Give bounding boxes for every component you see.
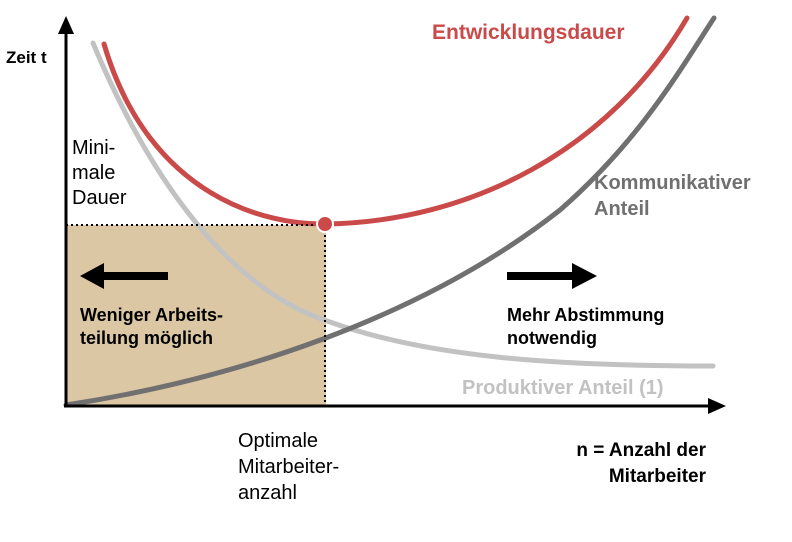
communication-curve xyxy=(63,15,717,408)
min-duration-label: Mini- male Dauer xyxy=(72,137,127,209)
shaded-region xyxy=(66,225,326,405)
x-axis-label: n = Anzahl der Mitarbeiter xyxy=(576,440,706,487)
total-curve-label: Entwicklungsdauer xyxy=(432,21,625,44)
productive-curve-label: Produktiver Anteil (1) xyxy=(462,377,664,399)
optimal-count-label: Optimale Mitarbeiter- anzahl xyxy=(238,430,340,504)
left-hint-label: Weniger Arbeits- teilung möglich xyxy=(80,305,224,348)
total-duration-curve xyxy=(101,15,690,227)
left-arrow xyxy=(80,263,168,289)
x-axis-arrowhead xyxy=(708,398,726,414)
productive-curve xyxy=(90,40,716,369)
right-arrow xyxy=(507,263,597,289)
optimum-point xyxy=(316,215,334,233)
communication-curve-label: Kommunikativer Anteil xyxy=(594,172,751,220)
y-axis-arrowhead xyxy=(58,16,74,34)
right-hint-label: Mehr Abstimmung notwendig xyxy=(507,305,665,348)
y-axis-label: Zeit t xyxy=(6,48,47,67)
